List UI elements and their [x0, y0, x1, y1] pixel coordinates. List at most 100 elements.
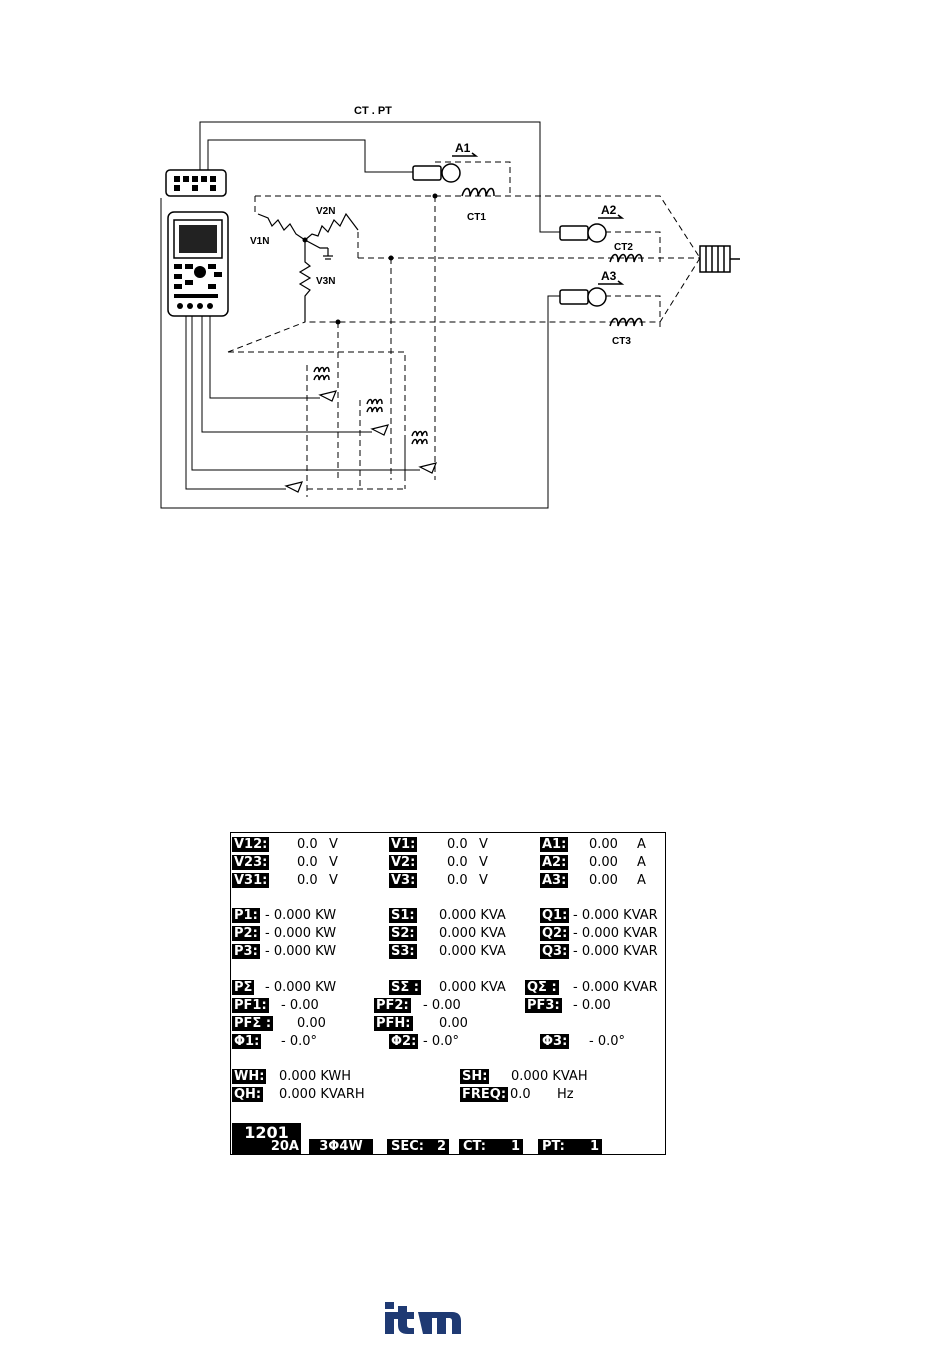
meter-display-screen: V12: 0.0 V V23: 0.0 V V31: 0.0 V V1: 0.0…	[230, 832, 666, 1155]
pf-sum-value: 0.00	[297, 1016, 326, 1031]
pf1-label: PF1:	[232, 998, 269, 1013]
label-ct3: CT3	[612, 336, 631, 347]
v12-unit: V	[329, 837, 338, 852]
p2-value: - 0.000 KW	[265, 926, 337, 941]
v3-value: 0.0	[447, 873, 468, 888]
s2-value: 0.000 KVA	[439, 926, 506, 941]
a1-value: 0.00	[589, 837, 618, 852]
a3-label: A3:	[540, 873, 569, 888]
q3-label: Q3:	[540, 944, 570, 959]
v12-label: V12:	[232, 837, 270, 852]
v23-value: 0.0	[297, 855, 318, 870]
v31-value: 0.0	[297, 873, 318, 888]
label-ct2: CT2	[614, 242, 633, 253]
sec-indicator: SEC: 2	[387, 1139, 449, 1155]
v12-value: 0.0	[297, 837, 318, 852]
sh-label: SH:	[460, 1069, 490, 1084]
s1-label: S1:	[389, 908, 417, 923]
label-a1: A1	[455, 141, 471, 155]
p3-value: - 0.000 KW	[265, 944, 337, 959]
q3-value: - 0.000 KVAR	[573, 944, 658, 959]
a1-label: A1:	[540, 837, 569, 852]
phi1-value: - 0.0°	[281, 1034, 317, 1049]
q2-value: - 0.000 KVAR	[573, 926, 658, 941]
q2-label: Q2:	[540, 926, 570, 941]
range-indicator: 20A	[232, 1139, 301, 1155]
pf1-value: - 0.00	[281, 998, 319, 1013]
qh-value: 0.000 KVARH	[279, 1087, 365, 1102]
a3-value: 0.00	[589, 873, 618, 888]
freq-unit: Hz	[557, 1087, 574, 1102]
s3-label: S3:	[389, 944, 417, 959]
pf2-value: - 0.00	[423, 998, 461, 1013]
a1-unit: A	[637, 837, 646, 852]
phi2-label: Φ2:	[389, 1034, 419, 1049]
wh-label: WH:	[232, 1069, 267, 1084]
v2-label: V2:	[389, 855, 418, 870]
sh-value: 0.000 KVAH	[511, 1069, 588, 1084]
p3-label: P3:	[232, 944, 260, 959]
qh-label: QH:	[232, 1087, 264, 1102]
p-sum-value: - 0.000 KW	[265, 980, 337, 995]
record-number: 1201	[232, 1123, 301, 1143]
v2-value: 0.0	[447, 855, 468, 870]
label-a3: A3	[601, 269, 617, 283]
a2-unit: A	[637, 855, 646, 870]
q1-value: - 0.000 KVAR	[573, 908, 658, 923]
p1-label: P1:	[232, 908, 260, 923]
itm-logo	[385, 1302, 461, 1334]
wiring-diagram: CT . PT A1 A2 A3 CT1 CT2 CT3 V1N V2N V3N	[160, 105, 740, 509]
ct-label: CT:	[463, 1139, 486, 1154]
phi3-label: Φ3:	[540, 1034, 570, 1049]
wiring-mode: 3Φ4W	[309, 1139, 373, 1155]
s3-value: 0.000 KVA	[439, 944, 506, 959]
s-sum-label: SΣ :	[389, 980, 421, 995]
v23-label: V23:	[232, 855, 270, 870]
pf3-value: - 0.00	[573, 998, 611, 1013]
s1-value: 0.000 KVA	[439, 908, 506, 923]
p2-label: P2:	[232, 926, 260, 941]
pfh-label: PFH:	[374, 1016, 413, 1031]
label-ct1: CT1	[467, 212, 486, 223]
phi1-label: Φ1:	[232, 1034, 262, 1049]
v2-unit: V	[479, 855, 488, 870]
s-sum-value: 0.000 KVA	[439, 980, 506, 995]
freq-value: 0.0	[510, 1087, 531, 1102]
v31-unit: V	[329, 873, 338, 888]
pf-sum-label: PFΣ :	[232, 1016, 274, 1031]
sec-label: SEC:	[391, 1139, 424, 1154]
pfh-value: 0.00	[439, 1016, 468, 1031]
freq-label: FREQ:	[460, 1087, 509, 1102]
s2-label: S2:	[389, 926, 417, 941]
wh-value: 0.000 KWH	[279, 1069, 352, 1084]
ct-indicator: CT: 1	[459, 1139, 523, 1155]
p-sum-label: PΣ	[232, 980, 255, 995]
v3-unit: V	[479, 873, 488, 888]
pt-label: PT:	[542, 1139, 565, 1154]
q-sum-label: QΣ :	[525, 980, 559, 995]
v1-unit: V	[479, 837, 488, 852]
ct-value: 1	[511, 1139, 521, 1154]
label-a2: A2	[601, 203, 617, 217]
pt-value: 1	[590, 1139, 600, 1154]
label-v2n: V2N	[316, 206, 335, 217]
q-sum-value: - 0.000 KVAR	[573, 980, 658, 995]
p1-value: - 0.000 KW	[265, 908, 337, 923]
sec-value: 2	[437, 1139, 447, 1154]
ct-pt-title: CT . PT	[354, 105, 392, 117]
v1-value: 0.0	[447, 837, 468, 852]
label-v1n: V1N	[250, 236, 269, 247]
v3-label: V3:	[389, 873, 418, 888]
pt-indicator: PT: 1	[538, 1139, 602, 1155]
v23-unit: V	[329, 855, 338, 870]
v31-label: V31:	[232, 873, 270, 888]
a2-label: A2:	[540, 855, 569, 870]
a2-value: 0.00	[589, 855, 618, 870]
label-v3n: V3N	[316, 276, 335, 287]
phi2-value: - 0.0°	[423, 1034, 459, 1049]
pf2-label: PF2:	[374, 998, 411, 1013]
phi3-value: - 0.0°	[589, 1034, 625, 1049]
pf3-label: PF3:	[525, 998, 562, 1013]
a3-unit: A	[637, 873, 646, 888]
q1-label: Q1:	[540, 908, 570, 923]
